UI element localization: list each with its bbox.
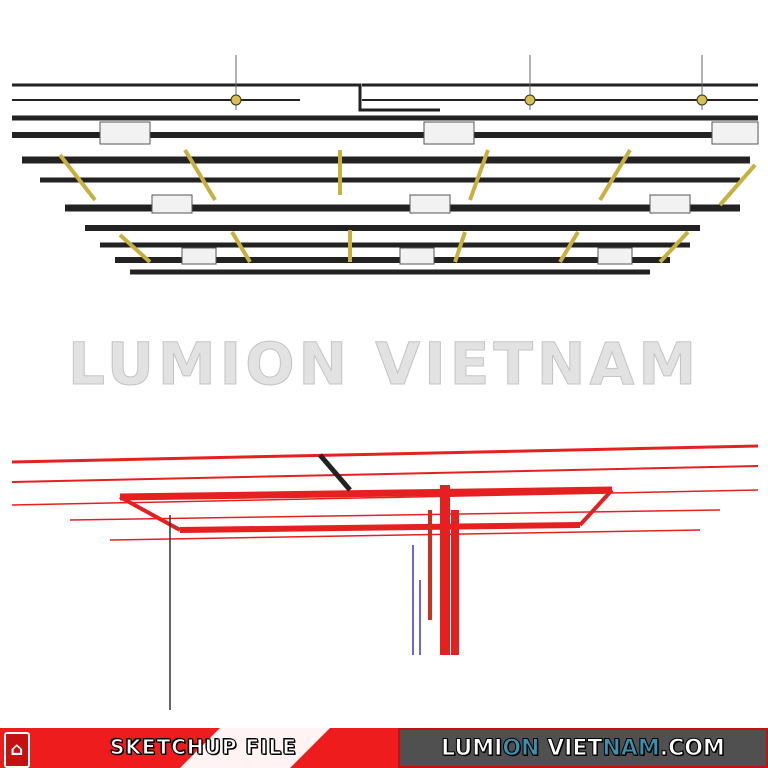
watermark-text: LUMION VIETNAM: [67, 330, 701, 399]
banner-site-section: LUMION VIETNAM.COM: [398, 728, 768, 768]
sketchup-logo-icon: ⌂: [4, 732, 30, 768]
banner-sketchup-section: ⌂ SKETCHUP FILE: [0, 728, 398, 768]
site-url-part: .COM: [659, 735, 725, 761]
site-url: LUMION VIETNAM.COM: [441, 735, 726, 761]
site-url-accent: ON: [502, 735, 540, 761]
render-scene: [11, 55, 759, 710]
site-url-part: VIET: [539, 735, 603, 761]
site-url-part: LUMI: [441, 735, 503, 761]
footer-banner: ⌂ SKETCHUP FILE LUMION VIETNAM.COM: [0, 728, 768, 768]
site-url-accent: NAM: [602, 735, 660, 761]
ceiling-mep-render: [12, 55, 759, 275]
sketchup-file-label: SKETCHUP FILE: [110, 735, 297, 760]
fire-sprinkler-render: [11, 444, 759, 710]
